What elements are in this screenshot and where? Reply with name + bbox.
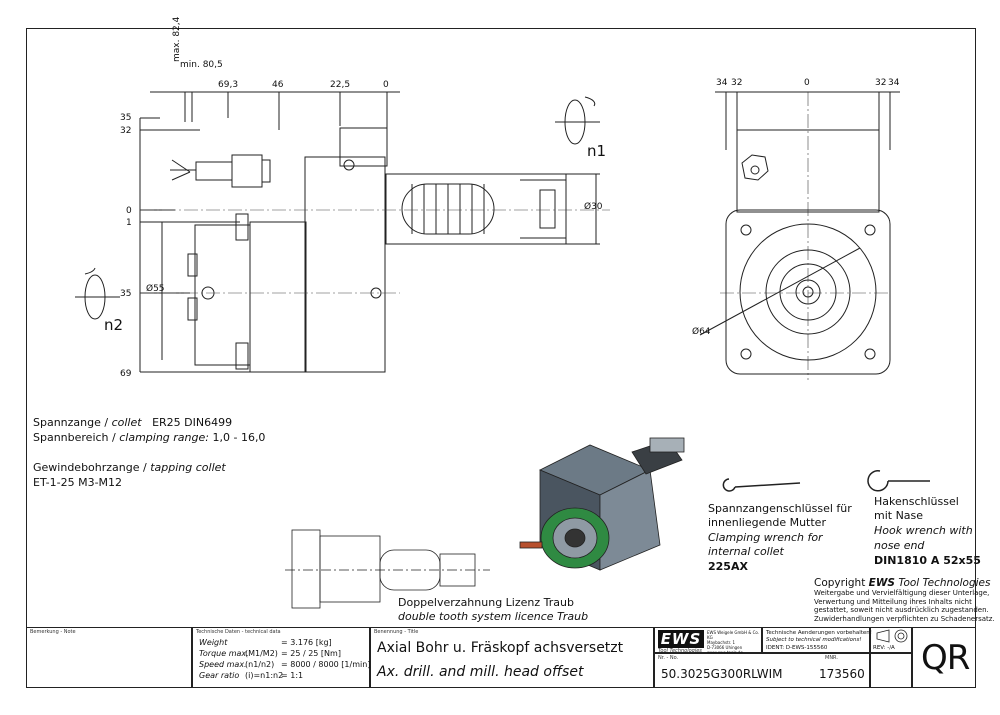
dim-0-top: 0: [383, 80, 389, 90]
label-n2: n2: [104, 316, 124, 334]
dim-35-a: 35: [120, 113, 132, 123]
techdata-cell: Technische Daten - technical data Weight…: [192, 627, 370, 688]
dim-1: 1: [126, 218, 132, 228]
wrench2-de1: Hakenschlüssel: [874, 495, 959, 508]
dim-0-r: 0: [804, 78, 810, 88]
wrench1-en2: internal collet: [708, 545, 784, 558]
dim-dia55: Ø55: [146, 284, 165, 294]
wrench1-en1: Clamping wrench for: [708, 531, 823, 544]
dim-46: 46: [272, 80, 284, 90]
tapping-value: ET-1-25 M3-M12: [33, 476, 123, 489]
wrench1-de2: innenliegende Mutter: [708, 516, 826, 529]
dim-max-82: max. 82,4: [172, 16, 182, 62]
dim-32: 32: [120, 126, 132, 136]
copyright-text: Weitergabe und Vervielfältigung dieser U…: [814, 589, 995, 623]
dim-34-r: 34: [888, 78, 900, 88]
dim-69: 69,3: [218, 80, 239, 90]
part-no-cell: Nr. - No. 50.3025G300RLWIM MNR. 173560: [654, 653, 870, 688]
part-number: 50.3025G300RLWIM: [661, 667, 783, 681]
wrench1-code: 225AX: [708, 560, 748, 573]
collet-spec: Spannzange / collet ER25 DIN6499: [33, 416, 233, 429]
qr-cell: QR: [912, 627, 976, 688]
qr-label: QR: [921, 638, 970, 678]
license-de: Doppelverzahnung Lizenz Traub: [398, 596, 574, 609]
dim-35-b: 35: [120, 289, 132, 299]
dim-dia30: Ø30: [584, 202, 603, 212]
license-en: double tooth system licence Traub: [398, 610, 589, 623]
dim-32-r: 32: [875, 78, 887, 88]
title-block: Bemerkung - Note Technische Daten - tech…: [26, 627, 976, 688]
range-spec: Spannbereich / clamping range: 1,0 - 16,…: [33, 431, 266, 444]
tapping-spec: Gewindebohrzange / tapping collet: [33, 461, 226, 474]
dim-22: 22,5: [330, 80, 351, 90]
wrench1-de1: Spannzangenschlüssel für: [708, 502, 852, 515]
logo-cell: EWS Tool Technologies EWS Weigele GmbH &…: [654, 627, 762, 655]
bottom-view: [285, 529, 490, 609]
wrench2-code: DIN1810 A 52x55: [874, 554, 981, 567]
dim-32-l: 32: [731, 78, 743, 88]
mnr-number: 173560: [819, 667, 865, 681]
ews-logo: EWS: [658, 630, 704, 648]
dim-0-left: 0: [126, 206, 132, 216]
remark-cell: Bemerkung - Note: [26, 627, 192, 688]
label-n1: n1: [587, 142, 607, 160]
wrench2-en2: nose end: [874, 539, 925, 552]
projection-cell: REV: -/A: [870, 627, 912, 653]
note-cell: Technische Aenderungen vorbehalten! Subj…: [762, 627, 872, 653]
wrench2-de2: mit Nase: [874, 509, 924, 522]
wrench2-en1: Hook wrench with: [874, 524, 973, 537]
title-cell: Benennung - Title Axial Bohr u. Fräskopf…: [370, 627, 654, 688]
dim-34-l: 34: [716, 78, 728, 88]
iso-render: [519, 437, 685, 571]
company-address: EWS Weigele GmbH & Co. KG Maybachstr. 1 …: [707, 630, 760, 655]
title-en: Ax. drill. and mill. head offset: [377, 664, 584, 680]
dim-69-left: 69: [120, 369, 132, 379]
dim-min-80: min. 80,5: [180, 60, 223, 70]
projection-symbol: [876, 629, 908, 643]
mnr-spacer: [870, 653, 912, 688]
tech-rows: Weight= 3.176 [kg] Torque max.(M1/M2)= 2…: [199, 638, 371, 680]
title-de: Axial Bohr u. Fräskopf achsversetzt: [377, 640, 624, 656]
copyright-title: Copyright EWS Tool Technologies: [814, 577, 991, 589]
dim-dia64: Ø64: [692, 327, 711, 337]
